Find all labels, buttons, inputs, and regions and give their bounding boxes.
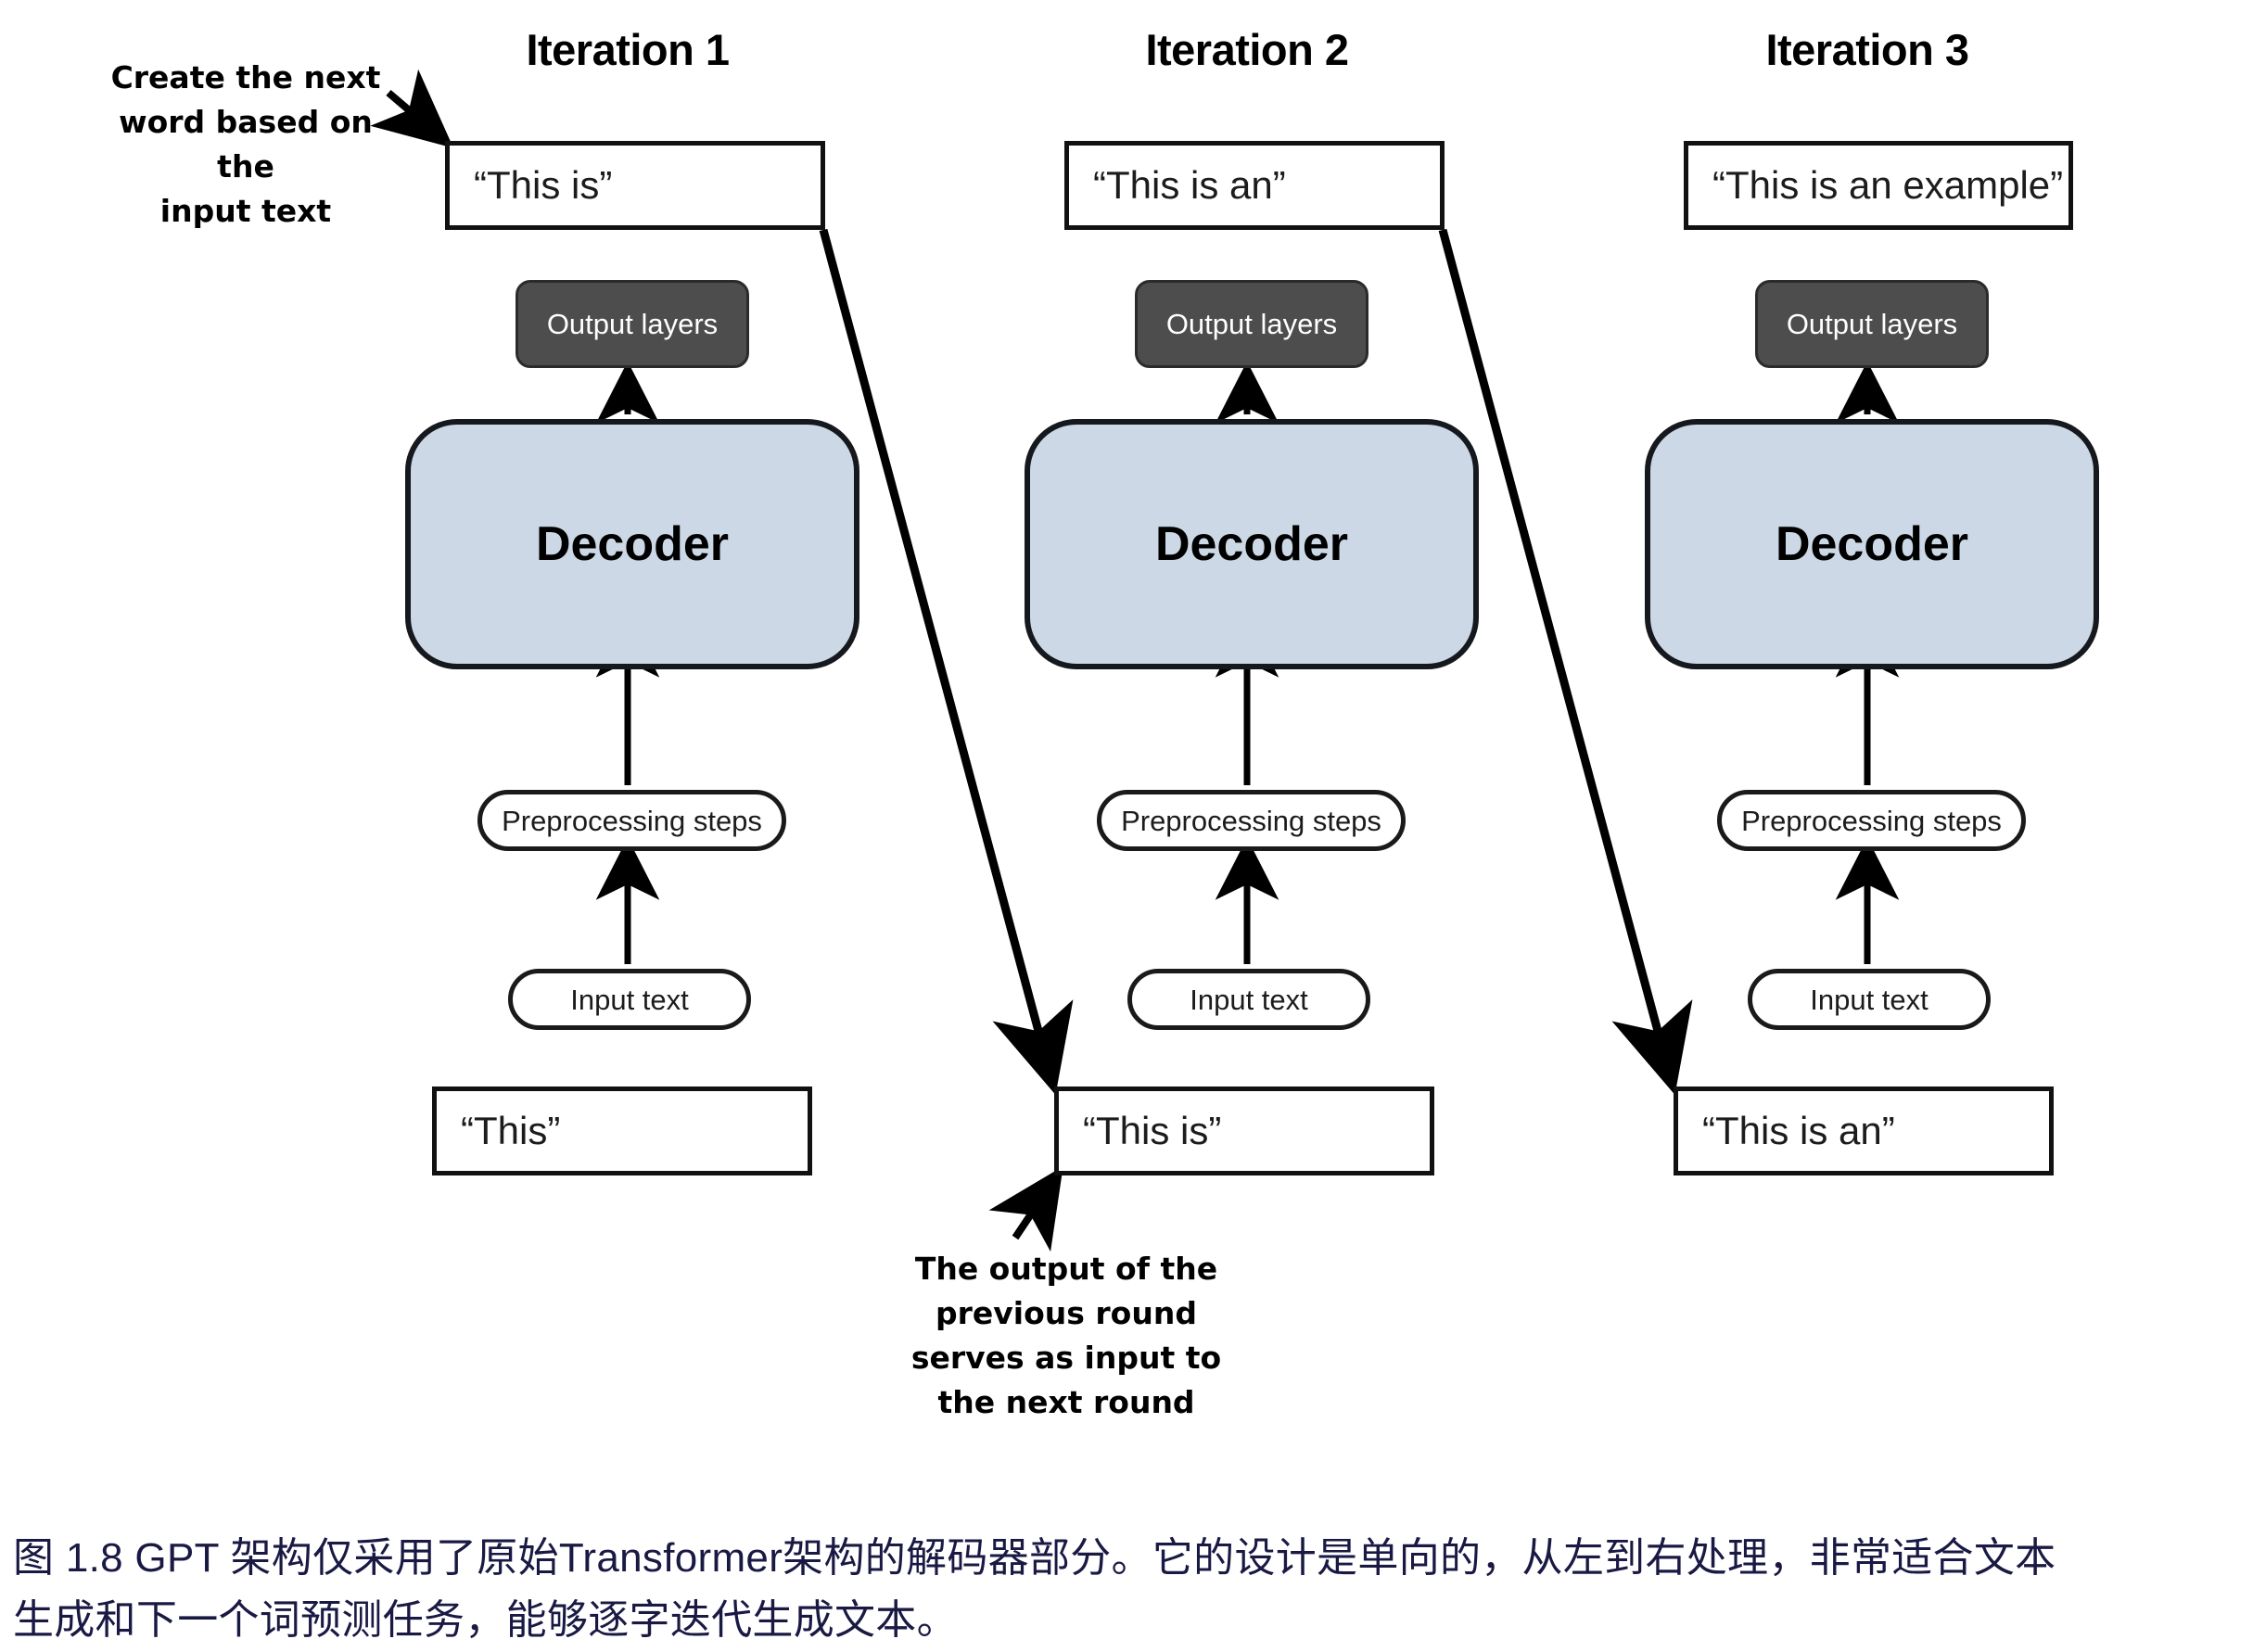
output-layers-box-iteration-2: Output layers: [1135, 280, 1368, 368]
decoder-box-iteration-3: Decoder: [1645, 419, 2099, 669]
annotation-bottom-line-2: previous round: [936, 1294, 1197, 1331]
column-title-iteration-1: Iteration 1: [526, 25, 730, 74]
output-text-label-1: “This is”: [474, 163, 613, 207]
preprocessing-label-2: Preprocessing steps: [1121, 804, 1381, 837]
preprocessing-box-iteration-1: Preprocessing steps: [477, 790, 786, 851]
arrow-annotation-to-input-box-2: [988, 1166, 1063, 1252]
output-layers-label-1: Output layers: [546, 308, 719, 340]
input-text-label-3: “This is an”: [1702, 1109, 1895, 1152]
output-layers-box-iteration-3: Output layers: [1755, 280, 1989, 368]
input-text-node-label-3: Input text: [1810, 983, 1928, 1016]
arrow-iteration2-output-to-iteration3-input: [1438, 228, 1693, 1096]
input-text-box-iteration-1: “This”: [432, 1087, 812, 1175]
figure-caption-line-1: 图 1.8 GPT 架构仅采用了原始Transformer架构的解码器部分。它的…: [13, 1535, 2056, 1581]
output-layers-label-2: Output layers: [1165, 308, 1338, 340]
figure-caption: 图 1.8 GPT 架构仅采用了原始Transformer架构的解码器部分。它的…: [13, 1528, 2238, 1652]
output-text-box-iteration-2: “This is an”: [1064, 141, 1445, 230]
figure-caption-line-2: 生成和下一个词预测任务，能够逐字迭代生成文本。: [13, 1596, 958, 1643]
preprocessing-label-1: Preprocessing steps: [502, 804, 762, 837]
output-layers-label-3: Output layers: [1786, 308, 1958, 340]
annotation-bottom-line-1: The output of the: [914, 1251, 1218, 1287]
arrow-iteration1-output-to-iteration2-input: [819, 228, 1074, 1096]
output-text-label-2: “This is an”: [1093, 163, 1286, 207]
output-text-box-iteration-3: “This is an example”: [1684, 141, 2073, 230]
input-text-box-iteration-3: “This is an”: [1674, 1087, 2054, 1175]
input-text-box-iteration-2: “This is”: [1054, 1087, 1434, 1175]
annotation-line-3: input text: [159, 192, 332, 229]
decoder-box-iteration-1: Decoder: [405, 419, 859, 669]
input-text-node-label-1: Input text: [570, 983, 689, 1016]
annotation-bottom-line-4: the next round: [937, 1383, 1195, 1420]
arrow-annotation-to-output-box-1: [370, 69, 454, 148]
output-layers-box-iteration-1: Output layers: [516, 280, 749, 368]
decoder-label-1: Decoder: [535, 517, 730, 571]
input-text-label-2: “This is”: [1083, 1109, 1222, 1152]
input-text-node-label-2: Input text: [1190, 983, 1308, 1016]
column-title-iteration-3: Iteration 3: [1765, 25, 1969, 74]
decoder-label-2: Decoder: [1154, 517, 1349, 571]
output-text-label-3: “This is an example”: [1712, 163, 2064, 207]
annotation-create-next-word: Create the next word based on the input …: [102, 56, 389, 233]
annotation-bottom-line-3: serves as input to: [910, 1339, 1222, 1376]
output-text-box-iteration-1: “This is”: [445, 141, 825, 230]
decoder-label-3: Decoder: [1775, 517, 1969, 571]
input-text-node-iteration-3: Input text: [1748, 969, 1991, 1030]
input-text-node-iteration-1: Input text: [508, 969, 751, 1030]
annotation-output-feeds-next-round: The output of the previous round serves …: [885, 1247, 1247, 1424]
preprocessing-box-iteration-2: Preprocessing steps: [1097, 790, 1406, 851]
annotation-line-2: word based on the: [119, 103, 373, 184]
column-title-iteration-2: Iteration 2: [1145, 25, 1349, 74]
input-text-node-iteration-2: Input text: [1127, 969, 1370, 1030]
decoder-box-iteration-2: Decoder: [1025, 419, 1479, 669]
preprocessing-label-3: Preprocessing steps: [1741, 804, 2002, 837]
annotation-line-1: Create the next: [110, 59, 381, 95]
input-text-label-1: “This”: [461, 1109, 561, 1152]
preprocessing-box-iteration-3: Preprocessing steps: [1717, 790, 2026, 851]
